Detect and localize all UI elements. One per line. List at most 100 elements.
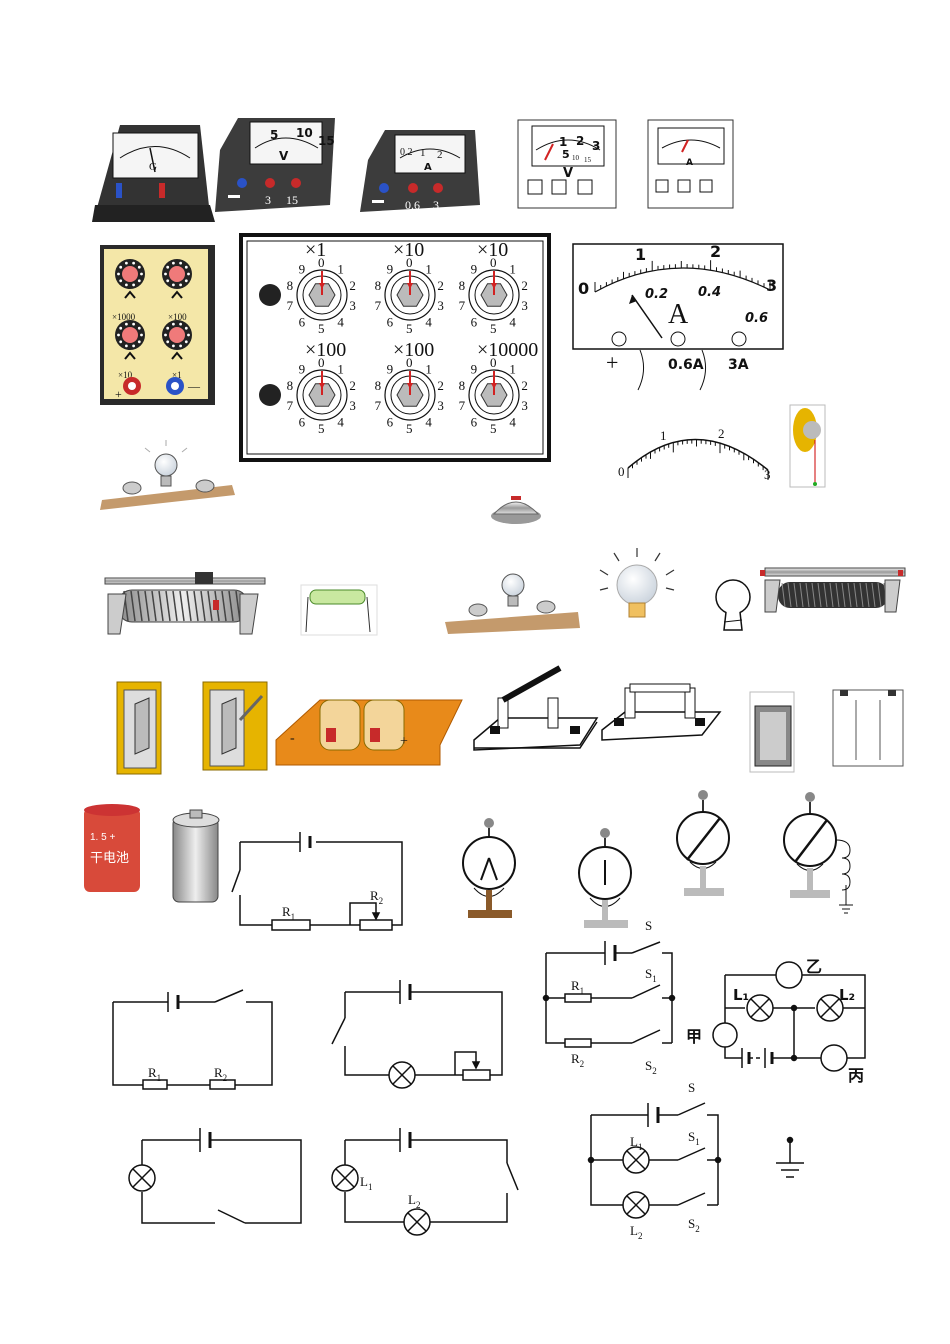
dial-digit: 0	[318, 355, 325, 370]
electrometer-2	[783, 792, 853, 914]
c4-r1: R1	[571, 978, 584, 996]
dial-digit: 2	[437, 378, 444, 393]
c2-r1: R1	[148, 1065, 161, 1083]
arc-scale: 0 1 2 3	[618, 426, 771, 482]
sbox-minus: —	[187, 379, 201, 393]
dial-digit: 0	[318, 255, 325, 270]
dial-digit: 8	[375, 378, 382, 393]
dial-digit: 6	[471, 315, 478, 330]
v2-s2: 2	[576, 134, 584, 148]
dial-multiplier: ×100	[393, 339, 434, 361]
dial-multiplier: ×10	[393, 239, 424, 261]
v1-scale-5: 5	[270, 128, 278, 142]
small-dial[interactable]	[115, 259, 145, 299]
amface-term-3a: 3A	[728, 357, 749, 373]
dial-digit: 1	[425, 261, 432, 276]
dial-multiplier: ×100	[305, 339, 346, 361]
amface-major-1: 1	[635, 245, 646, 264]
knife-switch-2	[601, 683, 722, 741]
circuit-parallel-resistors: S S1 R1 R2 S2	[542, 918, 676, 1076]
bimetal-minus: -	[290, 731, 295, 746]
a1-term-3: 3	[433, 198, 439, 212]
dry-cell-top-text: 1. 5 +	[90, 832, 115, 843]
amface-major-0: 0	[578, 279, 589, 298]
dial-digit: 2	[349, 278, 356, 293]
electroscope-1	[462, 818, 516, 918]
small-dial[interactable]	[162, 259, 192, 299]
dial-digit: 4	[509, 315, 516, 330]
knife-switch-1	[473, 665, 599, 751]
dial-digit: 8	[459, 378, 466, 393]
arc-2: 2	[718, 426, 725, 441]
dial-digit: 3	[437, 298, 444, 313]
c5-l1: L₁	[733, 986, 749, 1004]
voltmeter-device: 5 10 15 V 3 15	[215, 118, 335, 212]
circuit-two-lamps: L1 L2	[331, 1128, 519, 1236]
dial-digit: 5	[406, 421, 413, 436]
dial-digit: 7	[375, 298, 382, 313]
dial-digit: 6	[299, 315, 306, 330]
c5-bing: 丙	[848, 1066, 864, 1085]
v2-unit: V	[563, 166, 573, 181]
c8-l1: L1	[630, 1134, 642, 1152]
c1-r1: R1	[282, 904, 295, 922]
dial-digit: 7	[459, 398, 466, 413]
dial-multiplier: ×10	[477, 239, 508, 261]
circuit-two-resistors: R1 R2	[112, 989, 273, 1090]
galvanometer-mark: G	[149, 161, 157, 173]
small-dial[interactable]	[162, 320, 192, 360]
dry-cell-grey	[172, 809, 220, 903]
a1-unit: A	[424, 162, 432, 173]
dial-digit: 0	[490, 355, 497, 370]
electroscope-2	[578, 828, 632, 928]
dial-digit: 9	[387, 261, 394, 276]
v1-unit: V	[279, 149, 289, 163]
circuit-lamp-switch	[128, 1128, 302, 1224]
bulb-on-board-2	[445, 573, 580, 634]
battery-box-1	[749, 691, 795, 773]
circuit-meter-identification: 甲 乙 丙 L₁ L₂	[686, 957, 866, 1085]
c8-l2: L2	[630, 1223, 642, 1241]
amface-minor-02: 0.2	[645, 287, 668, 302]
dial-digit: 0	[490, 255, 497, 270]
dial-digit: 3	[349, 298, 356, 313]
dial-digit: 8	[287, 378, 294, 393]
dial-digit: 5	[318, 321, 325, 336]
dial-digit: 2	[521, 378, 528, 393]
v1-scale-15: 15	[318, 134, 335, 148]
small-dial[interactable]	[115, 320, 145, 360]
dial-digit: 5	[490, 421, 497, 436]
electrometer-1	[676, 790, 730, 896]
circuit-parallel-lamps: S S1 L1 L2 S2	[587, 1080, 722, 1241]
dial-multiplier: ×10000	[477, 339, 538, 361]
dial-digit: 3	[521, 398, 528, 413]
dial-digit: 3	[521, 298, 528, 313]
sliding-rheostat-small	[760, 567, 906, 613]
sbox-label-100: ×100	[168, 312, 187, 322]
dial-digit: 4	[337, 415, 344, 430]
v1-scale-10: 10	[296, 126, 313, 140]
c4-s1: S1	[645, 966, 657, 984]
ground-symbol	[776, 1136, 804, 1178]
a1-scale-02: 0.2	[400, 147, 413, 158]
v2-s1: 1	[559, 135, 567, 149]
dial-digit: 0	[406, 355, 413, 370]
light-bulb-outline	[715, 579, 751, 631]
c8-s2: S2	[688, 1216, 700, 1234]
dial-digit: 1	[337, 261, 344, 276]
dial-digit: 9	[387, 361, 394, 376]
sbox-label-1000: ×1000	[112, 312, 136, 322]
c7-l2: L2	[408, 1192, 420, 1210]
dial-digit: 0	[406, 255, 413, 270]
sbox-label-1: ×1	[172, 370, 182, 380]
wall-switch-2	[202, 681, 268, 771]
a1-term-06: 0.6	[405, 198, 420, 212]
dial-digit: 3	[437, 398, 444, 413]
